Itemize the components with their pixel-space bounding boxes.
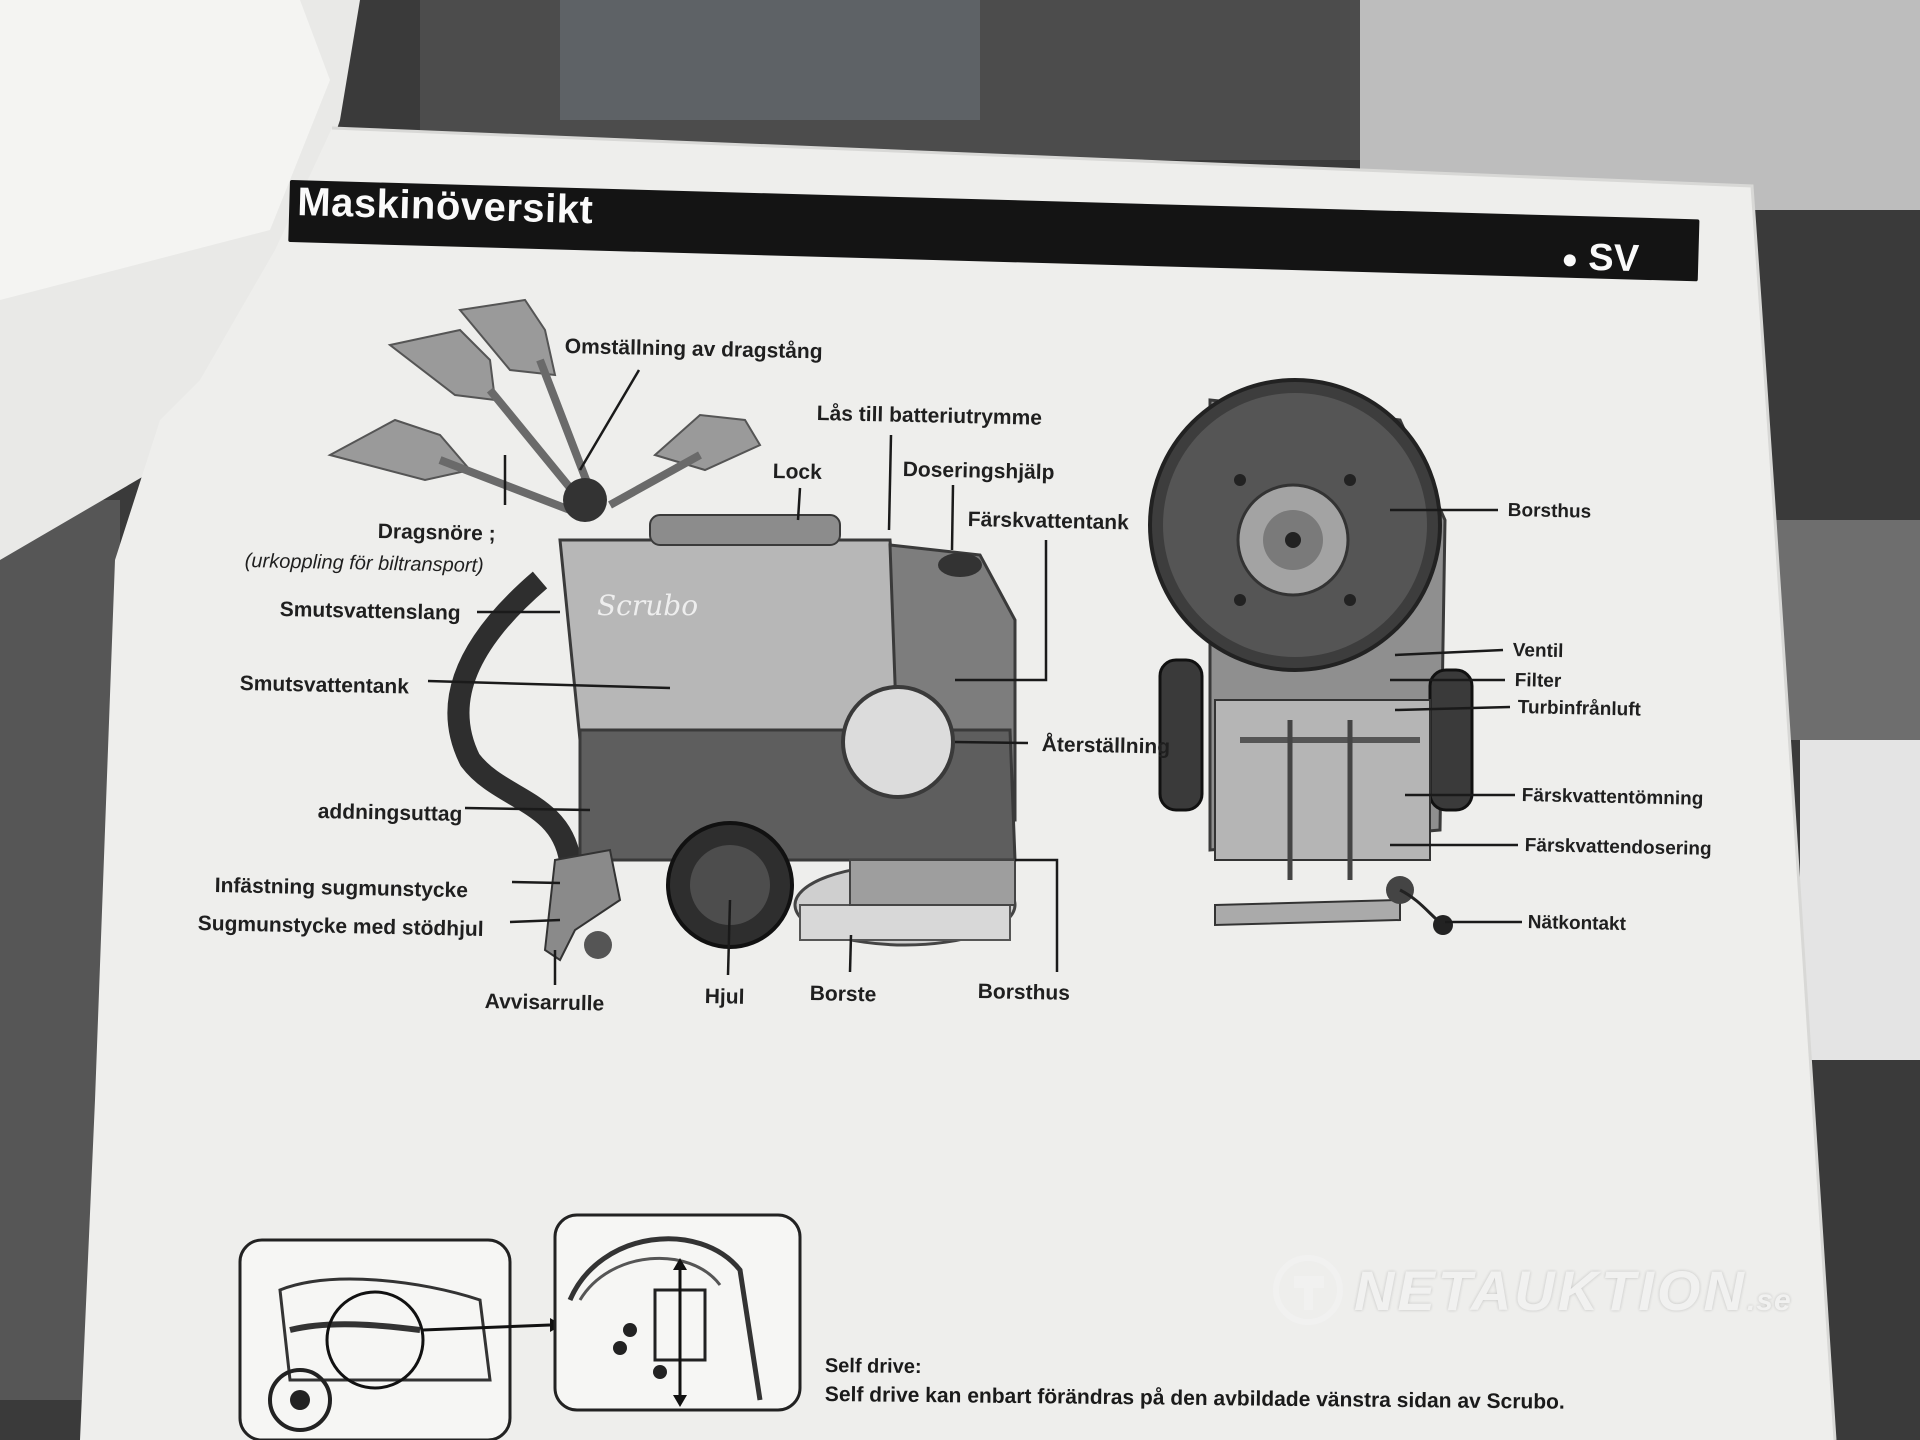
drawbar-handles — [327, 298, 762, 482]
watermark-text: NETAUKTION.se — [1354, 1258, 1792, 1323]
watermark: NETAUKTION.se — [1272, 1254, 1792, 1326]
machine-brand-text: Scrubo — [597, 589, 698, 622]
self-drive-title: Self drive: — [824, 1355, 922, 1379]
watermark-tld: .se — [1746, 1283, 1792, 1317]
watermark-brand: NETAUKTION — [1354, 1258, 1747, 1322]
hammer-logo-icon — [1273, 1255, 1343, 1325]
